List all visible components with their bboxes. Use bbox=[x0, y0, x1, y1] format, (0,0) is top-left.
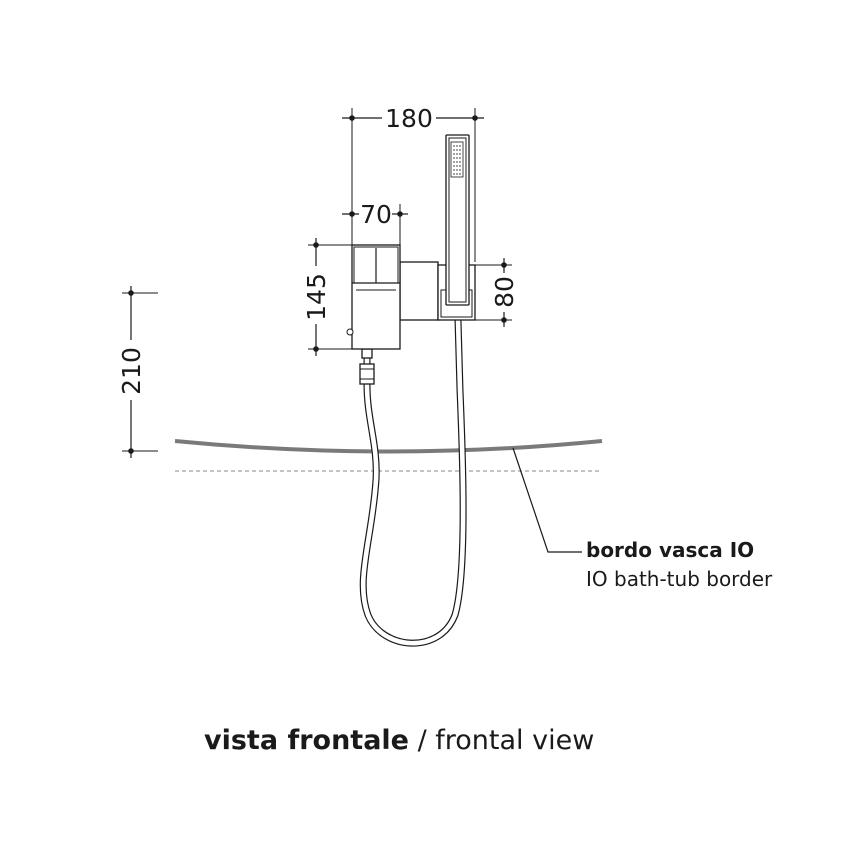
dimension-145-label: 145 bbox=[302, 273, 331, 321]
dimension-210: 210 bbox=[117, 286, 158, 458]
dimension-180: 180 bbox=[342, 104, 484, 262]
shower-nozzle-dots bbox=[453, 145, 461, 175]
callout-label-english: IO bath-tub border bbox=[586, 567, 773, 591]
shower-nozzle-face bbox=[450, 141, 464, 178]
hose-nut bbox=[359, 363, 375, 385]
mixer-body bbox=[346, 244, 401, 350]
dimension-70-label: 70 bbox=[360, 200, 392, 229]
dimension-210-label: 210 bbox=[117, 347, 146, 395]
caption-english: frontal view bbox=[435, 725, 594, 756]
hand-shower bbox=[445, 134, 470, 306]
tub-rim bbox=[174, 439, 603, 454]
dimension-145: 145 bbox=[302, 238, 352, 356]
dimension-70: 70 bbox=[342, 200, 408, 245]
hose-connector-top bbox=[361, 348, 373, 359]
dimension-80: 80 bbox=[475, 258, 519, 327]
caption-separator: / bbox=[409, 725, 435, 756]
wall-plate bbox=[399, 261, 439, 321]
dimension-80-label: 80 bbox=[490, 276, 519, 308]
callout-leader-line bbox=[512, 447, 582, 553]
shower-hose bbox=[360, 317, 466, 646]
caption: vista frontale / frontal view bbox=[204, 725, 594, 756]
caption-italian: vista frontale bbox=[204, 725, 409, 756]
callout-label-italian: bordo vasca IO bbox=[586, 538, 754, 562]
dimension-180-label: 180 bbox=[385, 104, 433, 133]
